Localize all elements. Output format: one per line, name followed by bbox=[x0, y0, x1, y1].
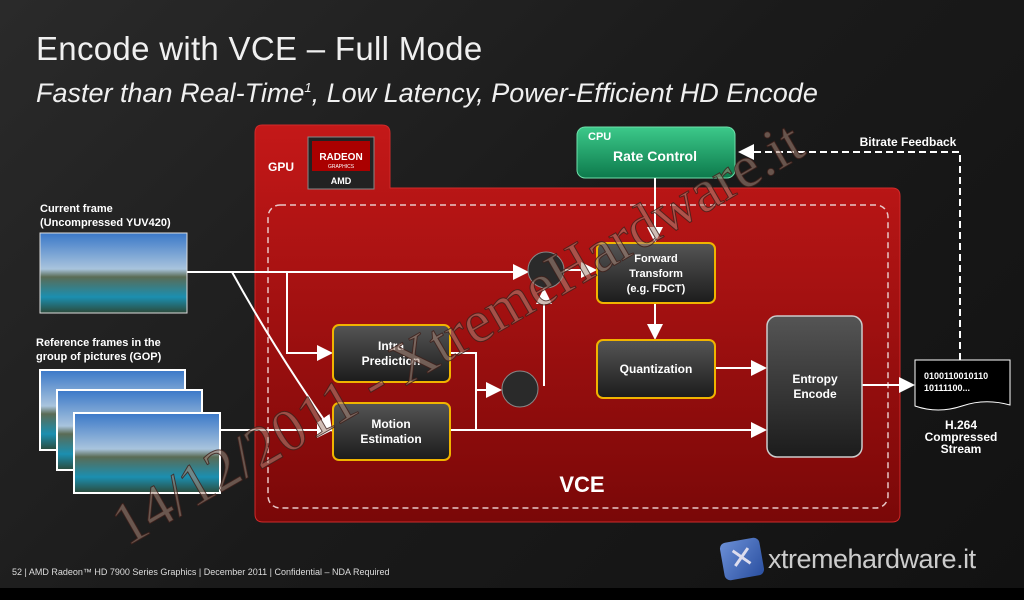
reference-frames-label: Reference frames in the bbox=[36, 337, 161, 349]
svg-text:10111100...: 10111100... bbox=[924, 383, 970, 393]
current-frame-sublabel: (Uncompressed YUV420) bbox=[40, 217, 171, 229]
intra-prediction-box: Intra Prediction bbox=[332, 324, 451, 383]
svg-text:Prediction: Prediction bbox=[362, 354, 421, 368]
subtract-node bbox=[527, 251, 565, 289]
quantization-box: Quantization bbox=[596, 339, 716, 399]
vce-label: VCE bbox=[559, 472, 604, 497]
bitrate-feedback-label: Bitrate Feedback bbox=[860, 135, 957, 149]
subtitle-rest: , Low Latency, Power-Efficient HD Encode bbox=[311, 78, 818, 108]
reference-frame-image bbox=[73, 412, 221, 494]
svg-text:Intra: Intra bbox=[378, 339, 404, 353]
cpu-label: CPU bbox=[588, 131, 611, 143]
svg-text:GRAPHICS: GRAPHICS bbox=[328, 164, 355, 170]
rate-control-label: Rate Control bbox=[613, 148, 697, 164]
bitrate-feedback-arrow bbox=[738, 144, 961, 360]
output-sublabel: Compressed bbox=[925, 430, 998, 444]
output-label: H.264 bbox=[945, 418, 977, 432]
slide-footer: 52 | AMD Radeon™ HD 7900 Series Graphics… bbox=[12, 567, 390, 577]
entropy-encode-box: Entropy Encode bbox=[766, 315, 863, 458]
select-node bbox=[501, 370, 539, 408]
reference-frames-sublabel: group of pictures (GOP) bbox=[36, 351, 162, 363]
svg-text:(e.g. FDCT): (e.g. FDCT) bbox=[627, 283, 686, 295]
svg-text:Quantization: Quantization bbox=[620, 362, 693, 376]
logo-text: xtremehardware.it bbox=[768, 543, 976, 574]
footnote-marker: 1 bbox=[304, 80, 312, 95]
current-frame-image bbox=[39, 232, 188, 314]
svg-text:Entropy: Entropy bbox=[792, 372, 838, 386]
radeon-badge: RADEON GRAPHICS AMD bbox=[307, 136, 375, 190]
svg-text:Transform: Transform bbox=[629, 268, 683, 280]
forward-transform-box: Forward Transform (e.g. FDCT) bbox=[596, 242, 716, 304]
svg-text:Estimation: Estimation bbox=[360, 432, 421, 446]
bottom-bar bbox=[0, 588, 1024, 600]
subtitle-text: Faster than Real-Time bbox=[36, 78, 305, 108]
flow-arrows bbox=[187, 178, 915, 438]
motion-estimation-box: Motion Estimation bbox=[332, 402, 451, 461]
output-sublabel-2: Stream bbox=[941, 442, 982, 456]
svg-text:AMD: AMD bbox=[331, 176, 352, 186]
svg-text:Encode: Encode bbox=[793, 387, 837, 401]
current-frame-label: Current frame bbox=[40, 203, 113, 215]
svg-text:Forward: Forward bbox=[634, 253, 677, 265]
svg-text:Motion: Motion bbox=[371, 417, 410, 431]
svg-text:RADEON: RADEON bbox=[319, 152, 362, 163]
bitstream-document: 0100110010110 10111100... bbox=[914, 359, 1011, 411]
slide-title: Encode with VCE – Full Mode bbox=[36, 30, 483, 67]
xtremehardware-logo: ✕xtremehardware.it bbox=[719, 536, 976, 582]
gpu-label: GPU bbox=[268, 160, 294, 174]
svg-text:0100110010110: 0100110010110 bbox=[924, 371, 988, 381]
slide-subtitle: Faster than Real-Time1, Low Latency, Pow… bbox=[36, 78, 818, 109]
x-logo-icon: ✕ bbox=[719, 536, 765, 582]
vce-boundary bbox=[267, 204, 889, 509]
